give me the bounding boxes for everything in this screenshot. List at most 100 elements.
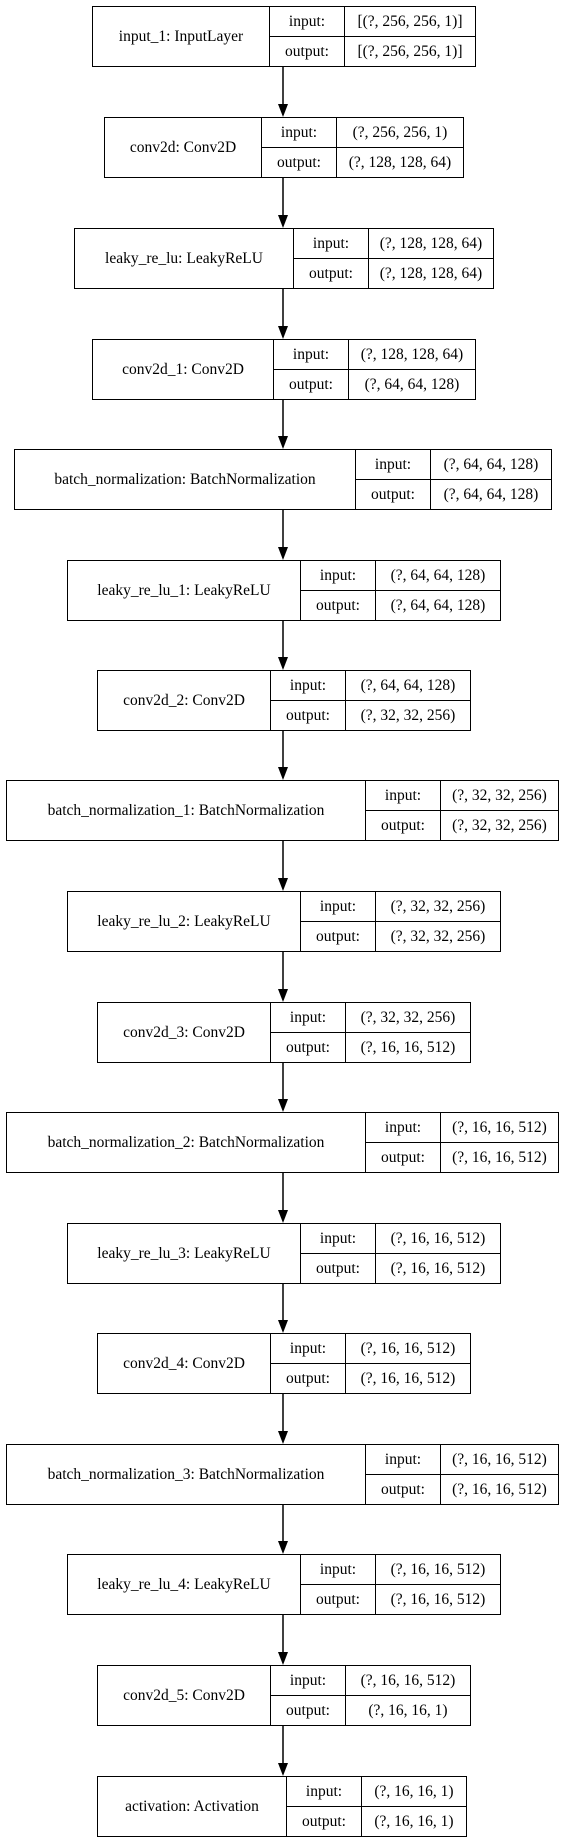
layer-name: batch_normalization: BatchNormalization (15, 450, 356, 509)
input-label: input: (301, 892, 375, 922)
input-label: input: (366, 1113, 440, 1143)
output-shape: (?, 16, 16, 1) (368, 1701, 448, 1719)
layer-name: input_1: InputLayer (93, 7, 270, 66)
arrow-head-icon (278, 1431, 288, 1444)
arrow-head-icon (278, 989, 288, 1002)
port-labels: input:output: (301, 561, 376, 620)
output-label: output: (371, 485, 415, 503)
input-label: input: (366, 1445, 440, 1475)
output-shape: (?, 16, 16, 512) (390, 1259, 486, 1277)
layer-name: conv2d_5: Conv2D (98, 1666, 271, 1725)
layer-node: batch_normalization_2: BatchNormalizatio… (6, 1112, 559, 1173)
output-label: output: (316, 596, 360, 614)
input-shape: (?, 32, 32, 256) (441, 781, 558, 811)
layer-name: batch_normalization_1: BatchNormalizatio… (7, 781, 366, 840)
input-shape: (?, 64, 64, 128) (346, 671, 470, 701)
output-shape: (?, 32, 32, 256) (390, 927, 486, 945)
port-shapes: (?, 64, 64, 128)(?, 64, 64, 128) (431, 450, 551, 509)
port-shapes: (?, 64, 64, 128) (?, 32, 32, 256) (346, 671, 470, 730)
input-shape: (?, 32, 32, 256) (376, 892, 500, 922)
input-label: input: (356, 450, 430, 480)
output-shape: (?, 64, 64, 128) (364, 375, 460, 393)
layer-name: batch_normalization_3: BatchNormalizatio… (7, 1445, 366, 1504)
output-shape: (?, 16, 16, 1) (374, 1812, 454, 1830)
layer-name: leaky_re_lu_3: LeakyReLU (68, 1224, 301, 1283)
port-labels: input:output: (271, 1334, 346, 1393)
input-label: input: (294, 229, 368, 259)
output-label: output: (302, 1812, 346, 1830)
arrow-head-icon (278, 326, 288, 339)
layer-name: activation: Activation (98, 1777, 287, 1836)
port-shapes: (?, 16, 16, 512)(?, 16, 16, 512) (441, 1445, 558, 1504)
arrow-head-icon (278, 1099, 288, 1112)
port-shapes: (?, 256, 256, 1)(?, 128, 128, 64) (337, 118, 463, 177)
port-shapes: (?, 16, 16, 512) (?, 16, 16, 512) (441, 1113, 558, 1172)
arrow-head-icon (278, 436, 288, 449)
output-label: output: (286, 1038, 330, 1056)
input-shape: (?, 16, 16, 512) (376, 1555, 500, 1585)
output-shape: (?, 32, 32, 256) (452, 816, 547, 834)
output-shape: (?, 16, 16, 512) (360, 1369, 456, 1387)
layer-name: leaky_re_lu_2: LeakyReLU (68, 892, 301, 951)
port-labels: input: output: (294, 229, 369, 288)
input-shape: (?, 16, 16, 512) (346, 1666, 470, 1696)
output-shape: (?, 16, 16, 512) (452, 1148, 547, 1166)
layer-name: leaky_re_lu_4: LeakyReLU (68, 1555, 301, 1614)
layer-name: leaky_re_lu: LeakyReLU (75, 229, 294, 288)
port-shapes: (?, 16, 16, 512) (?, 16, 16, 512) (346, 1334, 470, 1393)
port-shapes: [(?, 256, 256, 1)] [(?, 256, 256, 1)] (345, 7, 475, 66)
arrow-head-icon (278, 1763, 288, 1776)
layer-name: conv2d_1: Conv2D (93, 340, 274, 399)
input-shape: (?, 32, 32, 256) (346, 1003, 470, 1033)
output-label: output: (286, 706, 330, 724)
output-shape: (?, 64, 64, 128) (390, 596, 486, 614)
port-labels: input:output: (271, 1003, 346, 1062)
arrow-head-icon (278, 547, 288, 560)
arrow-head-icon (278, 1541, 288, 1554)
output-label: output: (286, 1701, 330, 1719)
arrow-head-icon (278, 215, 288, 228)
input-shape: (?, 16, 16, 512) (346, 1334, 470, 1364)
port-shapes: (?, 32, 32, 256) (?, 32, 32, 256) (376, 892, 500, 951)
output-label: output: (285, 42, 329, 60)
output-label: output: (309, 264, 353, 282)
layer-name: leaky_re_lu_1: LeakyReLU (68, 561, 301, 620)
port-shapes: (?, 128, 128, 64)(?, 128, 128, 64) (369, 229, 493, 288)
output-shape: (?, 16, 16, 512) (452, 1480, 547, 1498)
port-labels: input:output: (287, 1777, 362, 1836)
input-label: input: (271, 1666, 345, 1696)
output-label: output: (316, 1590, 360, 1608)
output-shape: (?, 32, 32, 256) (360, 706, 456, 724)
input-shape: (?, 128, 128, 64) (349, 340, 475, 370)
port-shapes: (?, 16, 16, 512)(?, 16, 16, 512) (376, 1224, 500, 1283)
output-shape: [(?, 256, 256, 1)] (357, 42, 463, 60)
port-labels: input: output: (271, 1666, 346, 1725)
port-labels: input:output: (274, 340, 349, 399)
output-label: output: (316, 927, 360, 945)
layer-node: batch_normalization_3: BatchNormalizatio… (6, 1444, 559, 1505)
output-shape: (?, 128, 128, 64) (379, 264, 483, 282)
port-shapes: (?, 32, 32, 256) (?, 32, 32, 256) (441, 781, 558, 840)
output-shape: (?, 64, 64, 128) (443, 485, 539, 503)
input-shape: (?, 16, 16, 512) (441, 1113, 558, 1143)
port-labels: input:output: (301, 1224, 376, 1283)
port-labels: input:output: (271, 671, 346, 730)
port-labels: input:output: (366, 781, 441, 840)
output-label: output: (381, 816, 425, 834)
port-shapes: (?, 16, 16, 512)(?, 16, 16, 512) (376, 1555, 500, 1614)
input-shape: [(?, 256, 256, 1)] (345, 7, 475, 37)
output-shape: (?, 16, 16, 512) (360, 1038, 456, 1056)
